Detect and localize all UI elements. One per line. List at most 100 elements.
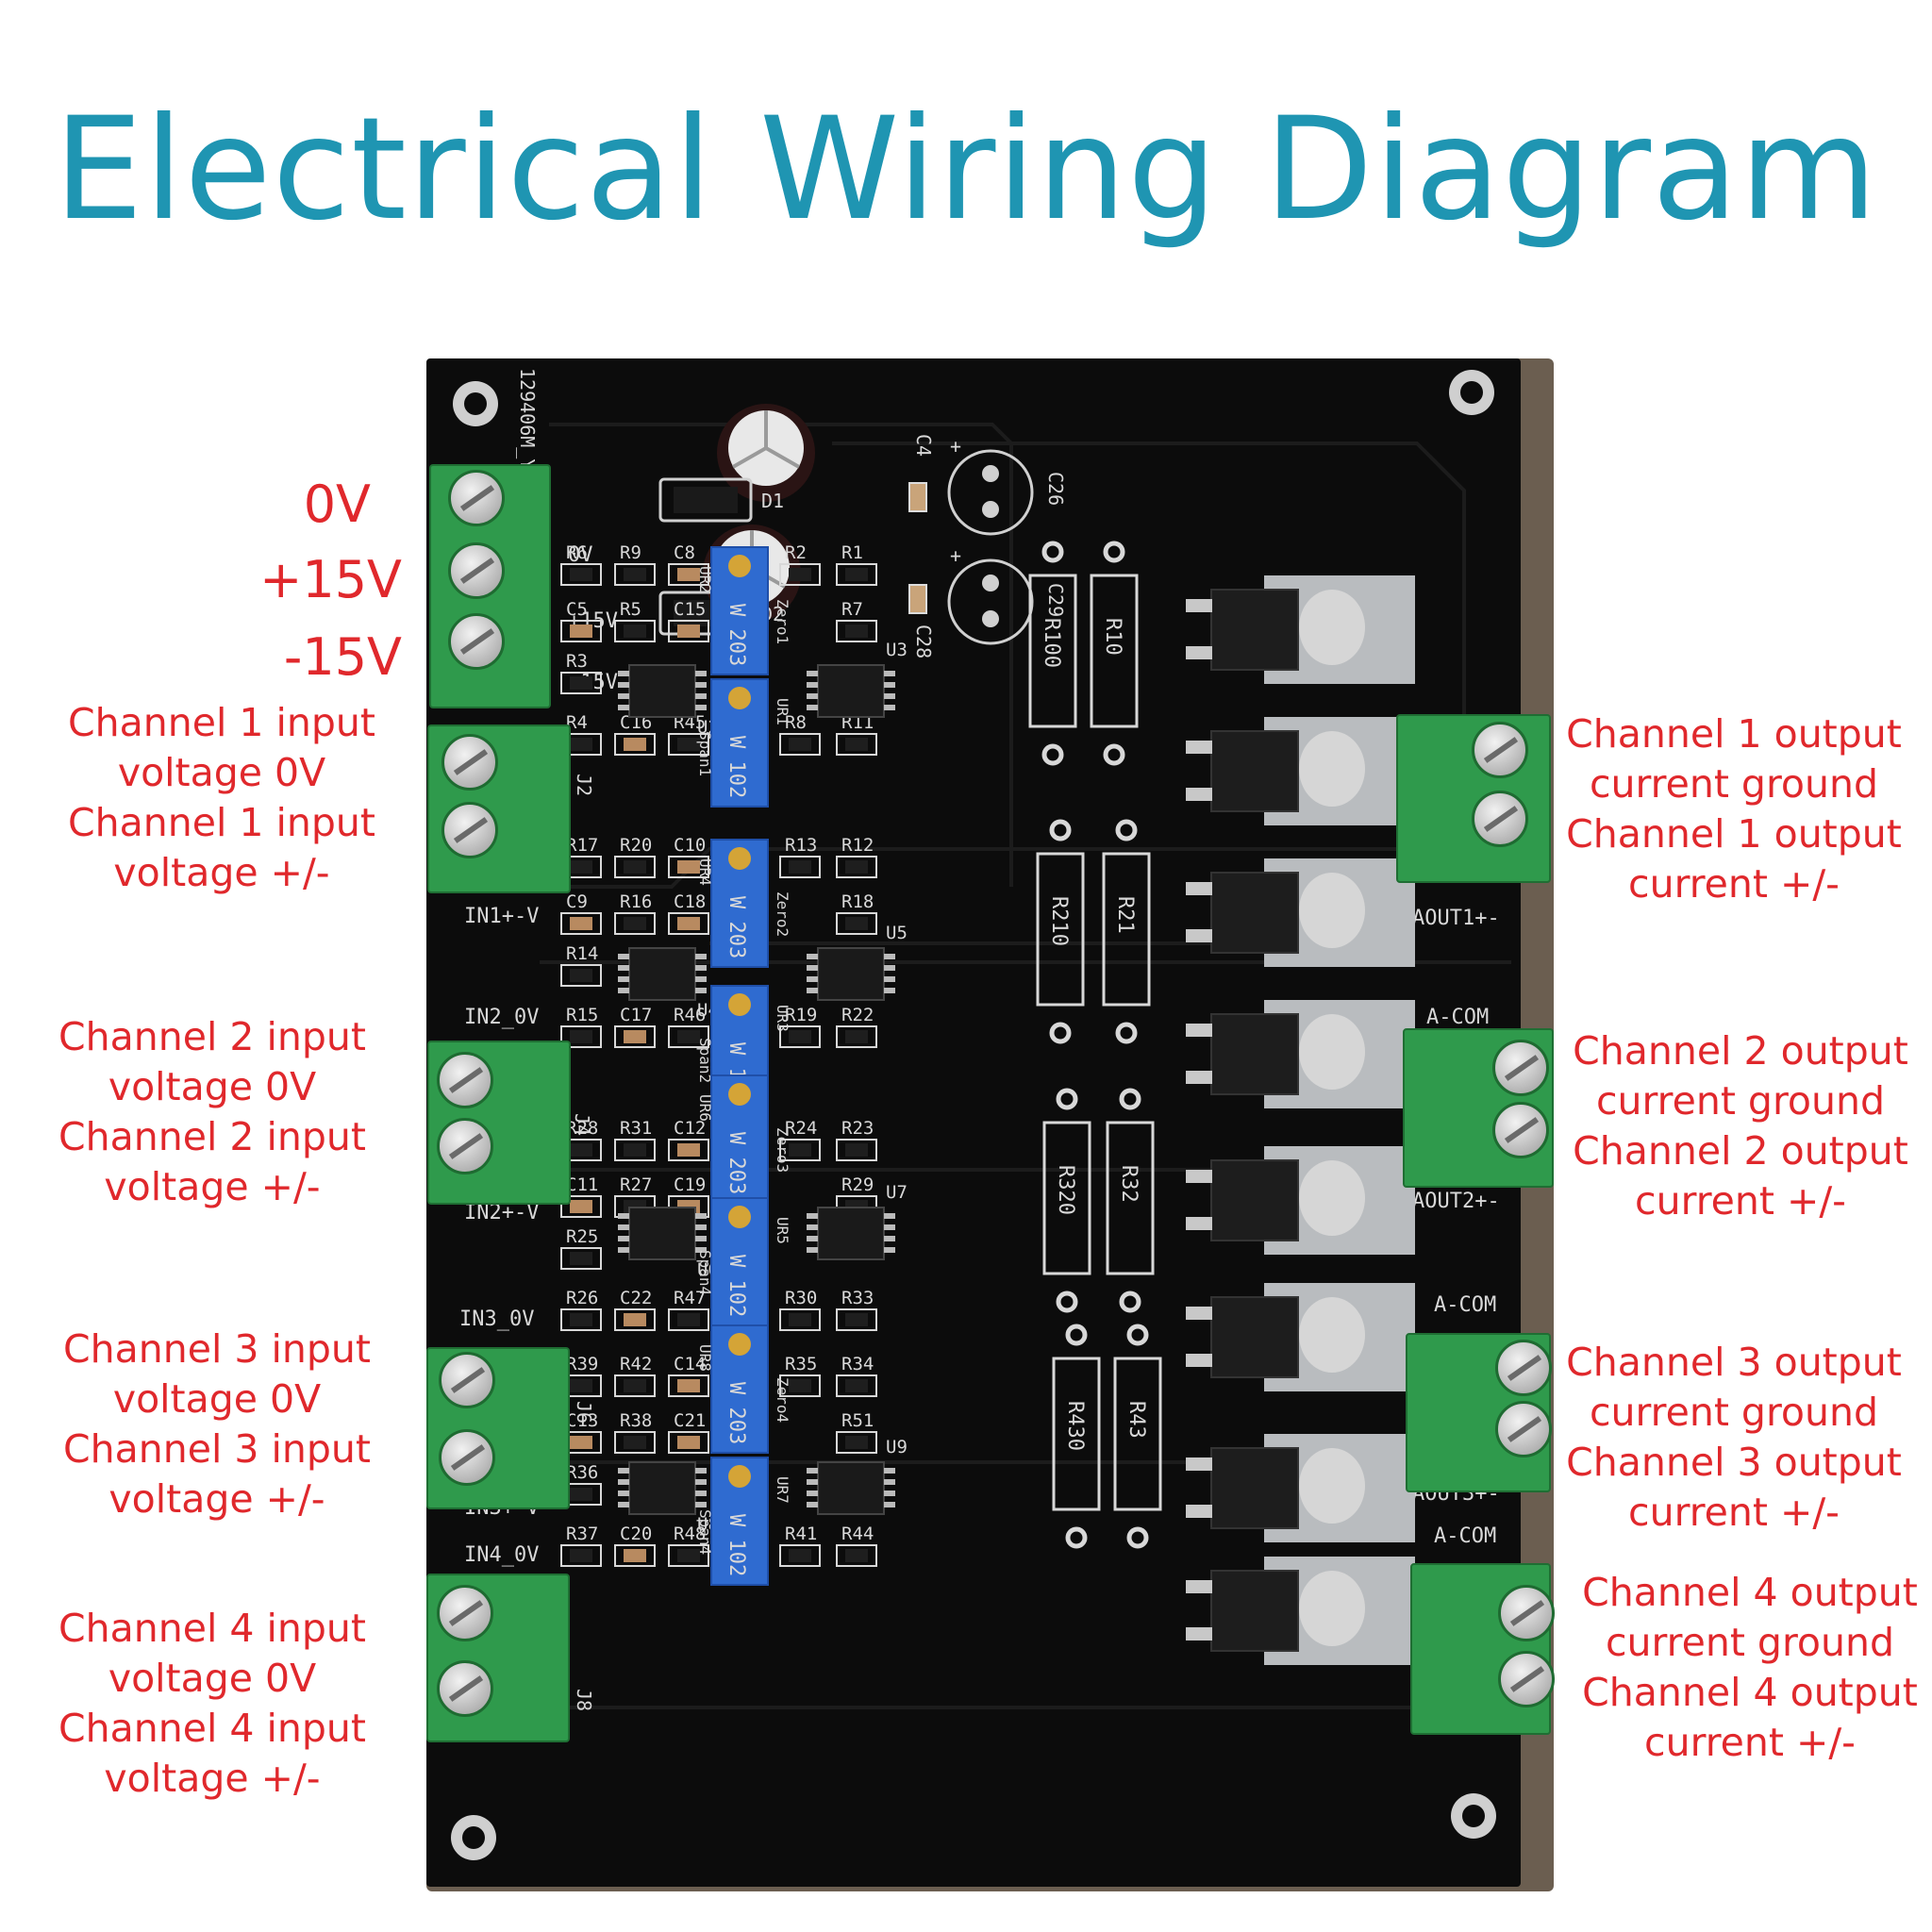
ic-pin [807, 1224, 818, 1230]
smd-label: R23 [841, 1118, 874, 1139]
smd-label: C5 [566, 599, 588, 620]
smd-r15: R15 [560, 1005, 602, 1048]
smd-pad-outline [668, 1431, 709, 1454]
screw-slot [1504, 1117, 1540, 1143]
resistor-label: R210 [1047, 896, 1071, 946]
smd-pad-outline [614, 563, 656, 586]
smd-body [845, 568, 868, 581]
smd-label: C10 [674, 835, 706, 856]
ic-pin [618, 976, 629, 982]
trim-pot-function: Zero1 [774, 599, 791, 644]
screw-slot [459, 485, 495, 511]
smd-r18: R18 [836, 891, 877, 935]
smd-r46: R46 [668, 1005, 709, 1048]
connector-j6-label: J6 [573, 1401, 595, 1424]
smd-body [845, 1549, 868, 1562]
smd-body [624, 860, 646, 874]
terminal-screw [1492, 1040, 1549, 1096]
trim-pot-adjust-screw [728, 1465, 751, 1488]
ic-pin [884, 954, 895, 959]
smd-label: R38 [620, 1410, 652, 1431]
solder-blob [1299, 873, 1365, 948]
terminal-screw [437, 1660, 493, 1717]
ic-pin [618, 1502, 629, 1507]
smd-r9: R9 [614, 542, 656, 586]
power-resistor-r100: R100 [1028, 541, 1077, 766]
transistor-body [1210, 1296, 1299, 1378]
smd-label: C21 [674, 1410, 706, 1431]
smd-pad-outline [779, 1139, 821, 1161]
screw-slot [450, 1367, 486, 1393]
ic-pin [884, 671, 895, 676]
smd-pad-outline [614, 1431, 656, 1454]
ic-pin [618, 965, 629, 971]
smd-pad-outline [779, 1308, 821, 1331]
smd-pad-outline [560, 964, 602, 987]
diode-d1-label: D1 [761, 490, 784, 512]
transistor-lead [1186, 1354, 1212, 1367]
smd-pad-outline [836, 1308, 877, 1331]
terminal-screw [1472, 791, 1528, 847]
input-silk-in3-0v: IN3_0V [459, 1307, 534, 1331]
ic-pin [695, 705, 707, 710]
smd-pad-outline [614, 912, 656, 935]
ic-pin [884, 1224, 895, 1230]
smd-label: R18 [841, 891, 874, 912]
smd-body [789, 1313, 811, 1326]
smd-pad-outline [668, 1308, 709, 1331]
terminal-screw [437, 1118, 493, 1174]
ic-pin [884, 682, 895, 688]
resistor-outline [1102, 852, 1151, 1007]
smd-body [570, 1549, 592, 1562]
smd-label: R30 [785, 1288, 817, 1308]
input-silk-in2-pm: IN2+-V [464, 1201, 539, 1224]
ic-pin [807, 705, 818, 710]
trim-pot-adjust-screw [728, 1333, 751, 1356]
diode-d1 [658, 477, 753, 523]
screw-slot [450, 1444, 486, 1471]
resistor-pad [1119, 1291, 1141, 1313]
ic-pin [884, 976, 895, 982]
smd-body [570, 1252, 592, 1265]
smd-r51: R51 [836, 1410, 877, 1454]
smd-c21: C21 [668, 1410, 709, 1454]
smd-c15: C15 [668, 599, 709, 642]
ic-pin [695, 988, 707, 993]
output-silk-aout1: AOUT1+- [1412, 907, 1500, 930]
smd-body [789, 568, 811, 581]
smd-body [789, 1030, 811, 1043]
smd-r7: R7 [836, 599, 877, 642]
smd-label: R48 [674, 1524, 706, 1544]
ic-pin [807, 693, 818, 699]
smd-pad-outline [614, 856, 656, 878]
ic-u7: U7 [807, 1182, 908, 1260]
trim-pot-value: W 203 [724, 1132, 748, 1194]
smd-body [845, 1436, 868, 1449]
ic-pin [695, 1502, 707, 1507]
cap-footprint-c26: + [947, 435, 1034, 536]
transistor-body [1210, 589, 1299, 671]
ic-pin [618, 1491, 629, 1496]
smd-pad-outline [560, 1247, 602, 1270]
resistor-label: R10 [1101, 618, 1124, 656]
ic-pin [807, 671, 818, 676]
resistor-outline [1106, 1121, 1155, 1275]
solder-blob [1299, 1571, 1365, 1646]
smd-r12: R12 [836, 835, 877, 878]
smd-body [570, 625, 592, 638]
smd-body [570, 1313, 592, 1326]
output-silk-acom4: A-COM [1434, 1524, 1496, 1548]
smd-pad-outline [836, 1139, 877, 1161]
smd-body [845, 1143, 868, 1157]
terminal-screw [448, 470, 505, 526]
transistor-lead [1186, 882, 1212, 895]
smd-r19: R19 [779, 1005, 821, 1048]
smd-pad-outline [668, 1544, 709, 1567]
ic-pin [884, 1247, 895, 1253]
smd-body [677, 625, 700, 638]
